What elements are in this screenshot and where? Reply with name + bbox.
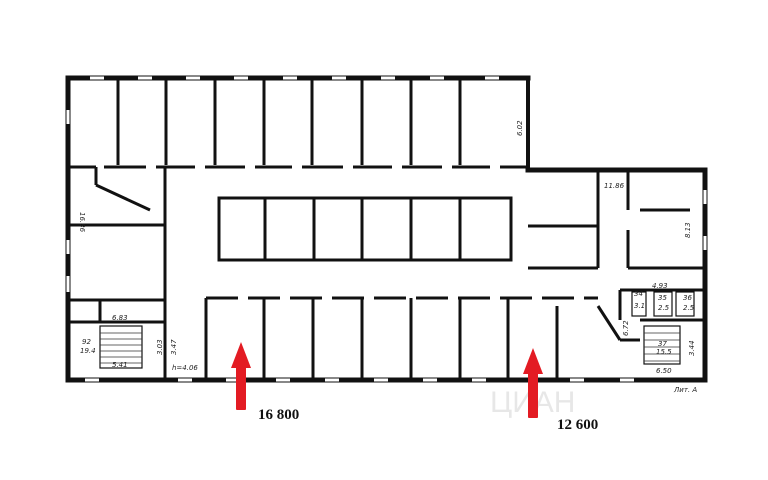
dim-6-72: 6.72: [622, 320, 630, 336]
dim-92: 92: [82, 338, 91, 346]
arrow-right: [523, 348, 543, 418]
sheet-label: Лит. А: [673, 386, 697, 394]
area-label-16800: 16 800: [258, 407, 299, 423]
dim-2-5a: 2.5: [658, 304, 670, 312]
dim-2-5b: 2.5: [683, 304, 695, 312]
dim-3-03: 3.03: [156, 339, 164, 355]
dim-6-02: 6.02: [516, 120, 524, 136]
dim-3-1: 3.1: [634, 302, 645, 310]
dim-16-86: 16.86: [78, 212, 86, 233]
dim-3-44: 3.44: [688, 340, 696, 356]
dim-35: 35: [658, 294, 667, 302]
dim-37: 37: [658, 340, 667, 348]
inner-walls: [68, 78, 705, 380]
dim-19-4: 19.4: [80, 347, 96, 355]
dim-34: 34: [634, 290, 643, 298]
dim-11-86: 11.86: [604, 182, 625, 190]
area-label-12600: 12 600: [557, 417, 598, 433]
dim-8-13: 8.13: [684, 222, 692, 238]
dim-36: 36: [683, 294, 692, 302]
dim-5-41: 5.41: [112, 361, 128, 369]
dim-6-50: 6.50: [656, 367, 672, 375]
dim-4-93: 4.93: [652, 282, 668, 290]
stair-treads: [100, 332, 680, 364]
dim-15-5: 15.5: [656, 348, 672, 356]
arrow-left: [231, 342, 251, 410]
dim-3-47: 3.47: [170, 339, 178, 355]
dim-6-83: 6.83: [112, 314, 128, 322]
dimension-labels: 6.02 11.86 16.86 8.13 6.83 4.93 34 3.1 3…: [78, 120, 697, 394]
dim-ceiling-height: h=4.06: [172, 364, 198, 372]
windows: [66, 76, 707, 382]
